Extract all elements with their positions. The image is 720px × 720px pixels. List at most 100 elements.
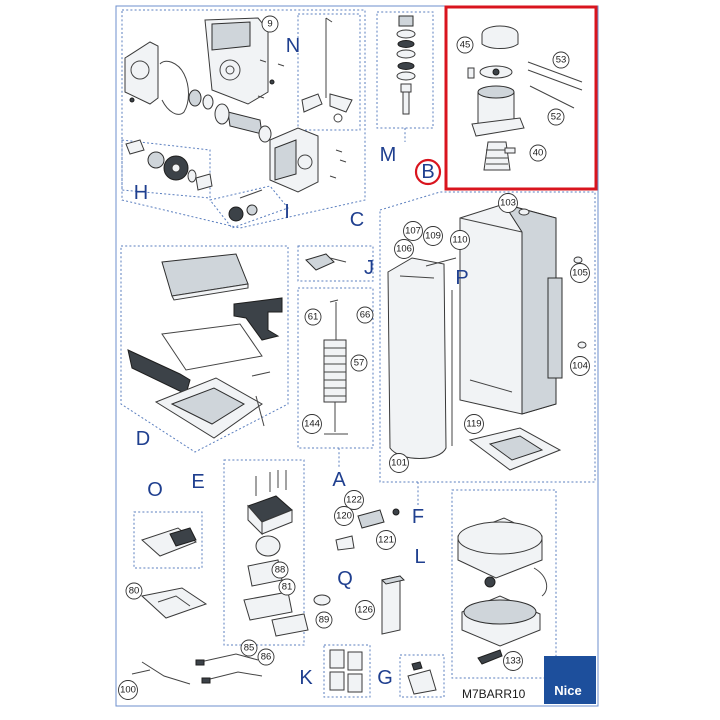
part-number-89: 89 [315, 611, 333, 629]
part-number-circle [315, 611, 333, 629]
part-number-144: 144 [302, 414, 322, 434]
part-number-text: 53 [556, 55, 567, 66]
part-number-circle [552, 51, 570, 69]
part-number-text: 40 [533, 148, 544, 159]
section-label-q: Q [337, 568, 353, 590]
part-number-circle [464, 414, 484, 434]
part-number-circle [456, 36, 474, 54]
part-number-circle [257, 648, 275, 666]
part-number-81: 81 [278, 578, 296, 596]
part-number-110: 110 [450, 230, 470, 250]
lock-group-q [335, 508, 400, 551]
part-number-105: 105 [570, 263, 590, 283]
part-number-119: 119 [464, 414, 484, 434]
part-number-circle [547, 108, 565, 126]
part-number-circle [240, 639, 258, 657]
part-number-text: 86 [261, 652, 272, 663]
plug-group-g [407, 661, 437, 695]
part-number-100: 100 [118, 680, 138, 700]
bracket-80 [140, 587, 208, 619]
part-number-circle [498, 193, 518, 213]
part-number-126: 126 [355, 600, 375, 620]
part-number-45: 45 [456, 36, 474, 54]
part-number-52: 52 [547, 108, 565, 126]
part-number-circle [278, 578, 296, 596]
part-number-text: 120 [336, 511, 352, 522]
cabinet-group-f [387, 203, 587, 471]
part-number-text: 106 [396, 244, 412, 255]
part-number-101: 101 [389, 453, 409, 473]
part-number-103: 103 [498, 193, 518, 213]
highlight-circle-b [414, 158, 442, 186]
part-number-text: 88 [275, 565, 286, 576]
brand-text: Nice [554, 683, 581, 698]
part-number-circle [356, 306, 374, 324]
part-number-text: 126 [357, 605, 373, 616]
part-number-circle [403, 221, 423, 241]
part-number-121: 121 [376, 530, 396, 550]
plates-group-k [329, 649, 363, 693]
section-label-g: G [377, 667, 393, 689]
section-label-k: K [299, 667, 313, 689]
part-number-85: 85 [240, 639, 258, 657]
part-number-circle [570, 356, 590, 376]
lever-group-n [301, 17, 353, 123]
part-number-61: 61 [304, 308, 322, 326]
part-number-circle [302, 414, 322, 434]
part-number-circle [389, 453, 409, 473]
highlight-box [444, 5, 598, 191]
part-number-120: 120 [334, 506, 354, 526]
part-number-106: 106 [394, 239, 414, 259]
part-number-text: 119 [466, 419, 481, 430]
part-number-text: 85 [244, 643, 255, 654]
part-number-circle [570, 263, 590, 283]
part-number-text: 81 [282, 582, 293, 593]
part-number-9: 9 [261, 15, 279, 33]
board-group-o [141, 527, 198, 557]
part-number-122: 122 [344, 490, 364, 510]
part-number-109: 109 [423, 226, 443, 246]
part-number-text: 104 [572, 361, 588, 372]
control-group-e [243, 470, 309, 637]
part-number-text: 61 [308, 312, 319, 323]
part-number-text: 80 [129, 586, 140, 597]
part-number-circle [125, 582, 143, 600]
part-number-text: 89 [319, 615, 330, 626]
section-label-f: F [412, 506, 424, 528]
part-number-text: 103 [500, 198, 516, 209]
section-label-e: E [191, 471, 204, 493]
part-number-86: 86 [257, 648, 275, 666]
part-number-circle [304, 308, 322, 326]
part-number-text: 121 [378, 535, 394, 546]
part-number-133: 133 [503, 651, 523, 671]
part-number-57: 57 [350, 354, 368, 372]
part-number-104: 104 [570, 356, 590, 376]
group-outlines [120, 9, 596, 698]
section-label-h: H [134, 182, 148, 204]
part-number-text: 66 [360, 310, 371, 321]
part-number-66: 66 [356, 306, 374, 324]
section-label-a: A [332, 469, 346, 491]
part-number-circle [394, 239, 414, 259]
part-number-circle [350, 354, 368, 372]
gear-group-h [125, 139, 213, 191]
part-number-circle [529, 144, 547, 162]
section-label-l: L [414, 546, 425, 568]
part-number-text: 122 [346, 495, 362, 506]
section-label-o: O [147, 479, 163, 501]
drawing-code: M7BARR10 [462, 687, 526, 701]
part-number-text: 57 [354, 358, 365, 369]
section-label-d: D [136, 428, 150, 450]
part-number-circle [261, 15, 279, 33]
bracket-j [305, 253, 347, 271]
part-number-text: 133 [505, 656, 521, 667]
part-number-80: 80 [125, 582, 143, 600]
gear-group-i [228, 189, 263, 222]
spring-group-a [323, 299, 348, 435]
part-number-text: 100 [120, 685, 136, 696]
section-label-b: B [421, 161, 434, 183]
part-number-107: 107 [403, 221, 423, 241]
bar-126 [381, 575, 405, 635]
